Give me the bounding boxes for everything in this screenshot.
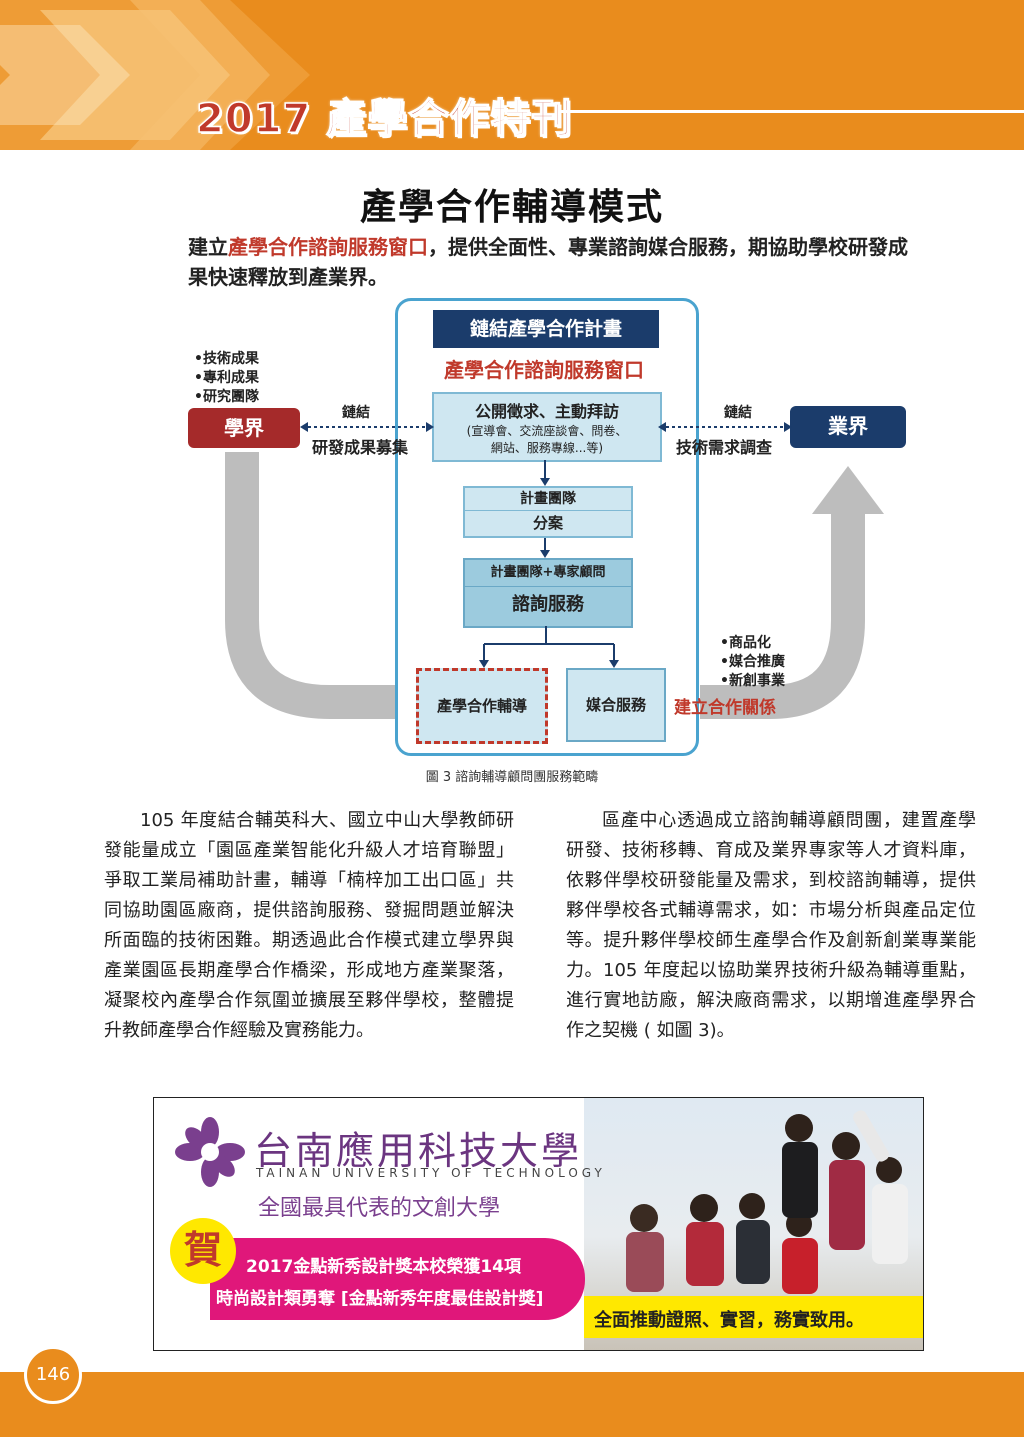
body-column-left: 105 年度結合輔英科大、國立中山大學教師研發能量成立「園區產業智能化升級人才培…: [104, 810, 514, 1041]
figure-title: 產學合作輔導模式: [359, 187, 664, 228]
school-name: 台南應用科技大學: [254, 1129, 583, 1173]
academia-list: •技術成果 •專利成果 •研究團隊: [194, 350, 259, 407]
match-box: 媒合服務: [566, 668, 666, 742]
link-left-sub: 研發成果募集: [312, 438, 409, 457]
body-column-right: 區產中心透過成立諮詢輔導顧問團，建置產學研發、技術移轉、育成及業界專家等人才資料…: [566, 810, 976, 1041]
figure-intro: 建立產學合作諮詢服務窗口，提供全面性、專業諮詢媒合服務，期協助學校研發成果快速釋…: [188, 232, 918, 292]
header-rule: [560, 110, 1024, 113]
award-line-1: 2017金點新秀設計獎本校榮獲14項: [246, 1257, 521, 1277]
academia-list-item: •專利成果: [194, 370, 259, 386]
congrats-badge: 賀: [170, 1218, 236, 1284]
link-right-sub: 技術需求調查: [676, 438, 773, 457]
split-arrows: [479, 626, 619, 668]
outcome-list-item: •商品化: [720, 635, 771, 651]
team-label: 計畫團隊: [465, 488, 631, 511]
students-photo: [584, 1098, 923, 1350]
intro-text-start: 建立: [188, 235, 228, 259]
page-number: 146: [24, 1346, 82, 1404]
link-right-label: 鏈結: [724, 405, 752, 421]
outcome-list: •商品化 •媒合推廣 •新創事業: [720, 634, 785, 691]
team-box: 計畫團隊 分案: [463, 486, 633, 538]
intro-highlight: 產學合作諮詢服務窗口: [228, 235, 428, 259]
advertisement-banner: 台南應用科技大學 TAINAN UNIVERSITY OF TECHNOLOGY…: [153, 1097, 924, 1351]
solicit-sub2: 網站、服務專線...等): [490, 441, 604, 455]
consult-label: 諮詢服務: [512, 594, 584, 615]
outcome-list-item: •媒合推廣: [720, 654, 785, 670]
header-chevrons-decoration: [0, 0, 310, 150]
counsel-box: 產學合作輔導: [416, 668, 548, 744]
relation-label: 建立合作關係: [674, 698, 776, 718]
right-link-arrow: [658, 422, 792, 432]
page-header-band: [0, 0, 1024, 150]
slogan-text: 全面推動證照、實習，務實致用。: [594, 1310, 864, 1331]
page-header-title: 2017 產學合作特刊: [195, 95, 573, 143]
window-title: 產學合作諮詢服務窗口: [444, 358, 644, 382]
slogan-bar: [584, 1296, 923, 1338]
plan-title: 鏈結產學合作計畫: [433, 310, 659, 348]
consult-top-label: 計畫團隊+專家顧問: [465, 560, 631, 587]
left-link-arrow: [300, 422, 434, 432]
solicit-sub1: (宣導會、交流座談會、問卷、: [466, 424, 628, 438]
industry-box: 業界: [790, 406, 906, 448]
intro-text-end: ，提供全面性、專業諮詢媒合服務，期協助學校研發成果快速釋放到產業界。: [188, 235, 908, 289]
solicit-box: 公開徵求、主動拜訪 (宣導會、交流座談會、問卷、 網站、服務專線...等): [432, 392, 662, 462]
solicit-title: 公開徵求、主動拜訪: [474, 402, 619, 421]
page-footer-band: [0, 1372, 1024, 1437]
outcome-list-item: •新創事業: [720, 673, 785, 689]
academia-box: 學界: [188, 408, 300, 448]
academia-list-item: •技術成果: [194, 351, 259, 367]
consult-box: 計畫團隊+專家顧問 諮詢服務: [463, 558, 633, 628]
school-name-english: TAINAN UNIVERSITY OF TECHNOLOGY: [256, 1166, 606, 1180]
students-photo-illustration: [626, 1110, 908, 1294]
academia-list-item: •研究團隊: [194, 389, 259, 405]
link-left-label: 鏈結: [342, 405, 370, 421]
school-logo-icon: [175, 1117, 245, 1187]
figure-caption: 圖 3 諮詢輔導顧問團服務範疇: [425, 770, 599, 785]
central-arrows: [540, 460, 550, 558]
school-tagline: 全國最具代表的文創大學: [258, 1196, 501, 1221]
award-line-2: 時尚設計類勇奪 [金點新秀年度最佳設計獎]: [216, 1289, 544, 1309]
assign-label: 分案: [532, 514, 563, 532]
award-ribbon: [210, 1238, 585, 1320]
